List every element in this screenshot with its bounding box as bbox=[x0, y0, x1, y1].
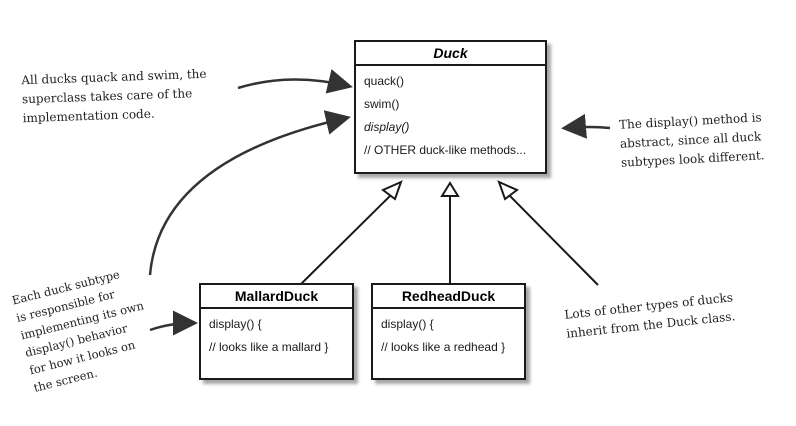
note-arrow-abstract bbox=[561, 113, 611, 139]
redhead-display-line: display() { bbox=[381, 317, 434, 331]
note-superclass: All ducks quack and swim, the superclass… bbox=[21, 65, 208, 128]
duck-methods: quack() swim() display() // OTHER duck-l… bbox=[356, 66, 545, 166]
redhead-duck-class-box: RedheadDuck display() { // looks like a … bbox=[371, 283, 526, 380]
method-display: display() bbox=[364, 120, 410, 134]
note-arrow-subtype-right bbox=[149, 310, 198, 336]
redhead-class-name: RedheadDuck bbox=[373, 285, 524, 309]
method-swim: swim() bbox=[364, 97, 400, 111]
redhead-comment-line: // looks like a redhead } bbox=[381, 340, 506, 354]
note-arrow-superclass bbox=[237, 69, 353, 94]
inheritance-line-mallard bbox=[299, 193, 393, 286]
duck-class-name: Duck bbox=[356, 42, 545, 66]
inheritance-arrowhead-mallard bbox=[381, 180, 403, 201]
mallard-methods: display() { // looks like a mallard } bbox=[201, 309, 352, 363]
mallard-comment-line: // looks like a mallard } bbox=[209, 340, 329, 354]
note-abstract: The display() method is abstract, since … bbox=[619, 108, 765, 172]
inheritance-line-others bbox=[507, 193, 599, 286]
mallard-duck-class-box: MallardDuck display() { // looks like a … bbox=[199, 283, 354, 380]
mallard-display-line: display() { bbox=[209, 317, 262, 331]
method-quack: quack() bbox=[364, 74, 405, 88]
note-arrow-subtype-up bbox=[148, 110, 351, 276]
inheritance-arrowhead-others bbox=[497, 180, 519, 201]
redhead-methods: display() { // looks like a redhead } bbox=[373, 309, 524, 363]
mallard-class-name: MallardDuck bbox=[201, 285, 352, 309]
inheritance-arrowhead-redhead bbox=[440, 181, 460, 197]
method-other: // OTHER duck-like methods... bbox=[364, 143, 527, 157]
duck-class-box: Duck quack() swim() display() // OTHER d… bbox=[354, 40, 547, 174]
